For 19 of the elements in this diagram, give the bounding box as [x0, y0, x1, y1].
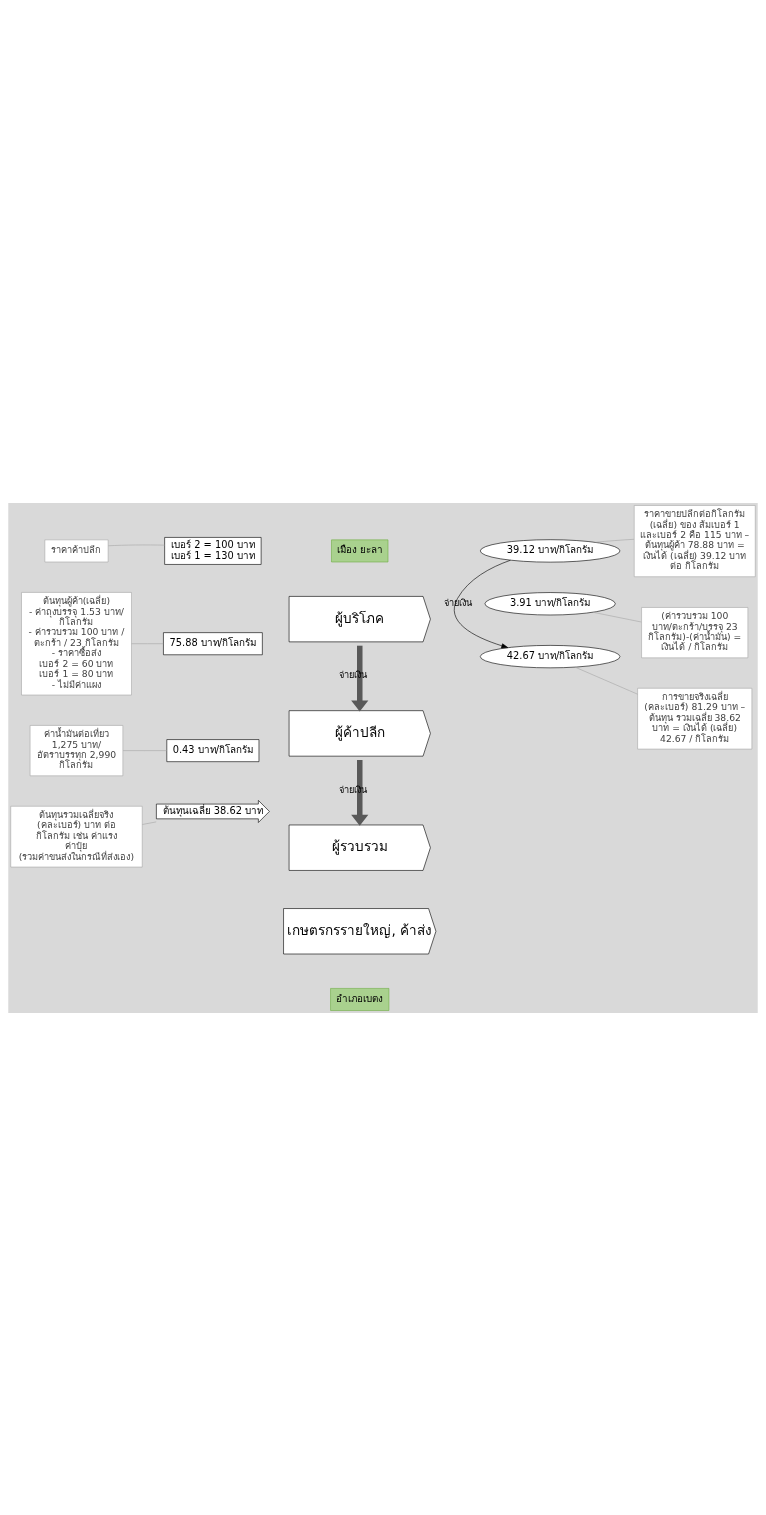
- node-box: เบอร์ 2 = 100 บาท เบอร์ 1 = 130 บาท: [164, 536, 262, 565]
- node-ellipse: 39.12 บาท/กิโลกรัม: [479, 538, 621, 562]
- node-box: อำเภอเบตง: [330, 987, 390, 1011]
- node-box: ราคาค้าปลีก: [44, 539, 109, 562]
- arrow: [453, 559, 511, 648]
- node-box: เมือง ยะลา: [331, 539, 389, 562]
- edge-label: จ่ายเงิน: [444, 596, 473, 608]
- node-ellipse: 3.91 บาท/กิโลกรัม: [484, 591, 616, 615]
- node-box: (ค่ารวบรวม 100 บาท/ตะกร้า/บรรจุ 23 กิโลกรัม)-(ค่าน้ำมัน) = เงินได้ / กิโลกรัม: [641, 606, 749, 658]
- node-box: ต้นทุนรวมเฉลี่ยจริง (คละเบอร์) บาท ต่อ กิโลกรัม เช่น ค่าแรง ค่าปุ๋ย (รวมค่าขนส่งในกรณีที่ส่งเอง): [10, 805, 143, 867]
- node-box: ค่าน้ำมันต่อเที่ยว 1,275 บาท/ อัตราบรรทุก 2,990 กิโลกรัม: [29, 724, 124, 776]
- node-box: การขายจริงเฉลี่ย (คละเบอร์) 81.29 บาท – ต้นทุน รวมเฉลี่ย 38.62 บาท = เงินได้ (เฉลี่ย) 42.67 / กิโลกรัม: [637, 687, 753, 749]
- connector: [592, 611, 642, 622]
- connector: [595, 538, 635, 543]
- node-box: ต้นทุนผู้ค้า(เฉลี่ย) - ค่าถุงบรรจุ 1.53 บาท/ กิโลกรัม - ค่ารวบรวม 100 บาท / ตะกร้า / 23 กิโลกรัม - ราคาซื้อส่ง เบอร์ 2 = 60 บาท เบอร์ 1 = 80 บาท - ไม่มีค่าแผง: [21, 591, 132, 695]
- node-box: 75.88 บาท/กิโลกรัม: [163, 631, 263, 655]
- node-box: 0.43 บาท/กิโลกรัม: [166, 738, 260, 762]
- node-box: ราคาขายปลีกต่อกิโลกรัม (เฉลี่ย) ของ ส้มเบอร์ 1 และเบอร์ 2 คือ 115 บาท – ต้นทุนผู้ค้า 78.88 บาท = เงินได้ (เฉลี่ย) 39.12 บาท ต่อ กิโลกรัม: [633, 504, 756, 577]
- connector: [574, 666, 638, 694]
